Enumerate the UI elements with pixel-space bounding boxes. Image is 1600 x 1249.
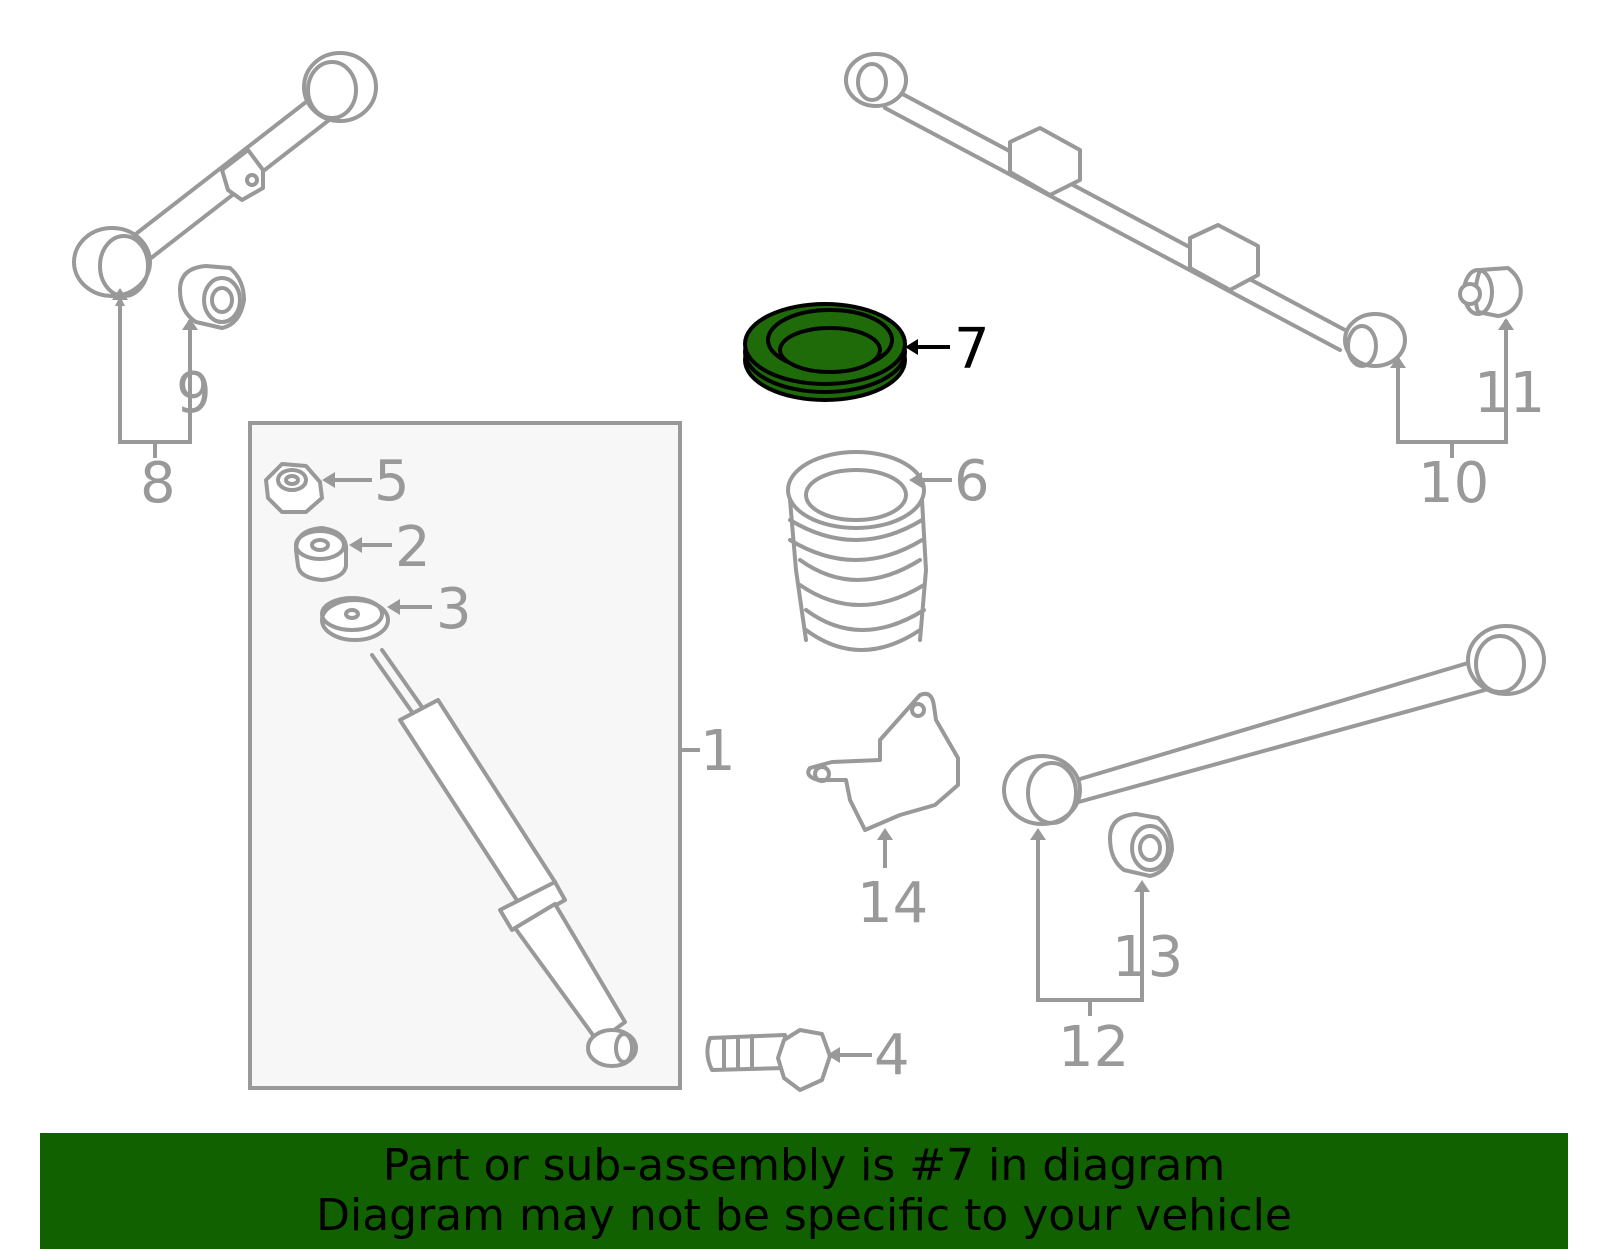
part-8-control-arm[interactable] bbox=[72, 51, 378, 298]
callout-6: 6 bbox=[954, 449, 990, 514]
banner-line-2: Diagram may not be specific to your vehi… bbox=[316, 1190, 1292, 1241]
callout-7: 7 bbox=[954, 317, 990, 382]
callout-12: 12 bbox=[1058, 1015, 1129, 1080]
callout-2: 2 bbox=[395, 515, 431, 580]
callout-13: 13 bbox=[1112, 925, 1183, 990]
part-9-bushing[interactable] bbox=[178, 264, 246, 330]
callout-8: 8 bbox=[140, 451, 176, 516]
part-4-bolt[interactable] bbox=[705, 1028, 832, 1092]
callout-9: 9 bbox=[176, 361, 212, 426]
part-3-washer[interactable] bbox=[320, 596, 390, 642]
part-14-bracket[interactable] bbox=[806, 691, 960, 832]
callout-4: 4 bbox=[874, 1023, 910, 1088]
part-13-bushing[interactable] bbox=[1108, 812, 1174, 878]
callout-10: 10 bbox=[1418, 451, 1489, 516]
callout-3: 3 bbox=[436, 577, 472, 642]
banner-line-1: Part or sub-assembly is #7 in diagram bbox=[382, 1140, 1226, 1191]
part-6-coil-spring[interactable] bbox=[786, 450, 928, 652]
leader-lines bbox=[112, 288, 1514, 1063]
part-info-banner: Part or sub-assembly is #7 in diagram Di… bbox=[40, 1133, 1568, 1249]
callout-14: 14 bbox=[857, 871, 928, 936]
part-12-lower-arm[interactable] bbox=[1002, 624, 1546, 826]
part-7-spring-seat[interactable] bbox=[743, 302, 907, 402]
part-11-bushing[interactable] bbox=[1458, 266, 1523, 318]
part-5-nut[interactable] bbox=[264, 462, 324, 514]
callout-5: 5 bbox=[374, 449, 410, 514]
callout-11: 11 bbox=[1474, 361, 1545, 426]
part-10-lateral-rod[interactable] bbox=[844, 52, 1407, 368]
part-1-shock-absorber[interactable] bbox=[370, 648, 638, 1068]
part-2-bushing[interactable] bbox=[294, 526, 349, 582]
callout-1: 1 bbox=[700, 719, 736, 784]
